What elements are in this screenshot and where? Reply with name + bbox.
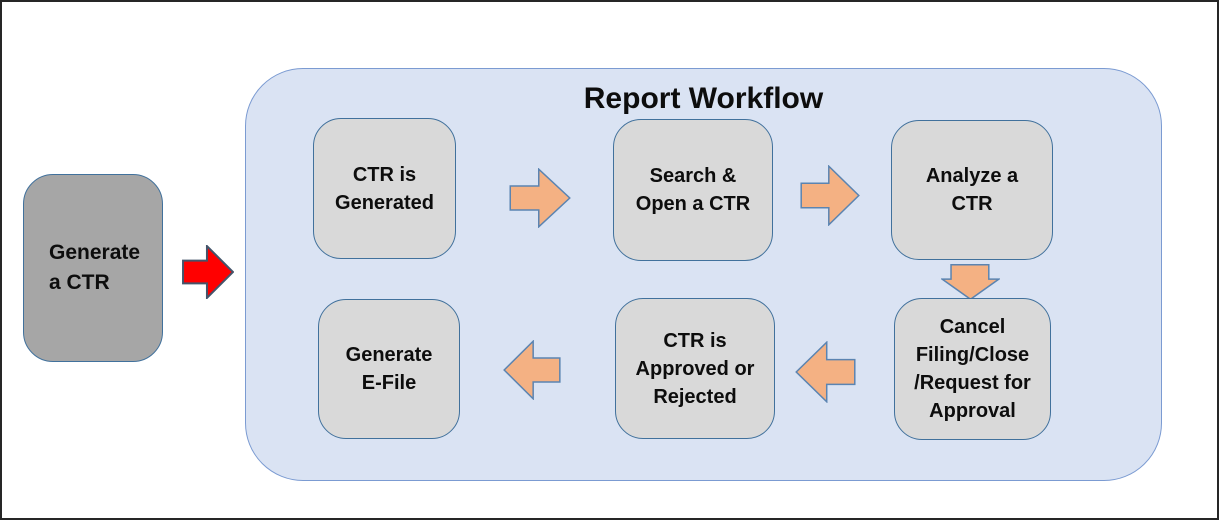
- step-box-ctr-approved-or-rejected: CTR is Approved or Rejected: [615, 298, 775, 439]
- step-label-generate-efile: Generate E-File: [345, 344, 433, 394]
- workflow-title: Report Workflow: [583, 82, 824, 115]
- step-label-cancel-filing-close-request-for-approval: Cancel Filing/Close /Request for Approva…: [914, 316, 1031, 422]
- step-label-ctr-is-generated: CTR is Generated: [335, 163, 434, 214]
- step-box-cancel-filing-close-request-for-approval: Cancel Filing/Close /Request for Approva…: [894, 298, 1051, 440]
- step-label-analyze-ctr: Analyze a CTR: [925, 165, 1019, 215]
- red-right-arrow-icon: [182, 245, 234, 299]
- right-arrow-icon-search-to-analyze: [800, 165, 860, 226]
- report-workflow-container: Report Workflow CTR is Generated Search …: [245, 68, 1162, 481]
- down-arrow-icon-analyze-to-cancel: [941, 264, 1000, 300]
- step-label-search-open-ctr: Search & Open a CTR: [635, 165, 751, 215]
- step-box-generate-efile: Generate E-File: [318, 299, 460, 439]
- step-label-ctr-approved-or-rejected: CTR is Approved or Rejected: [635, 329, 755, 408]
- step-label-generate-a-ctr: Generate a CTR: [49, 240, 141, 294]
- left-arrow-icon-approved-to-efile: [503, 340, 561, 400]
- right-arrow-icon-generated-to-search: [509, 168, 571, 228]
- step-box-search-open-ctr: Search & Open a CTR: [613, 119, 773, 261]
- step-box-ctr-is-generated: CTR is Generated: [313, 118, 456, 259]
- step-box-analyze-ctr: Analyze a CTR: [891, 120, 1053, 260]
- left-arrow-icon-cancel-to-approved: [795, 341, 856, 403]
- step-box-generate-a-ctr: Generate a CTR: [23, 174, 163, 362]
